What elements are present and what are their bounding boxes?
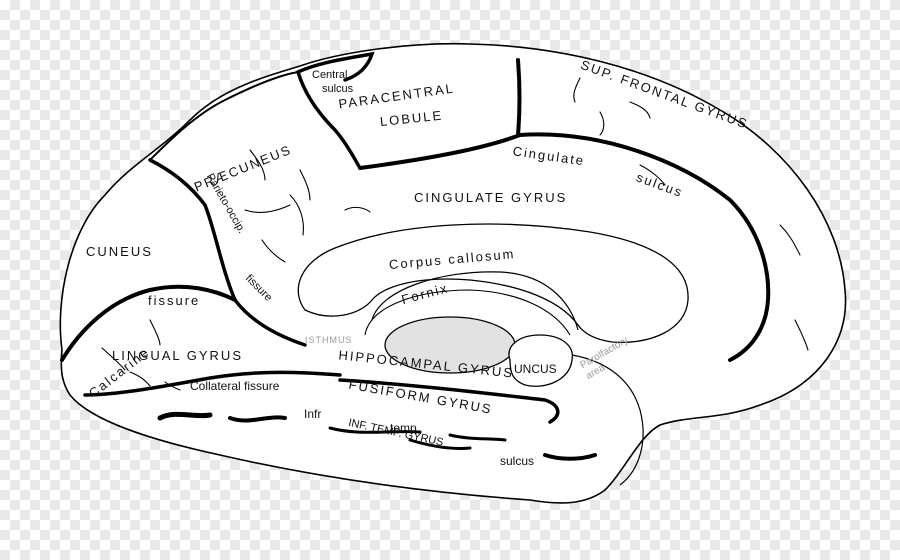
- label-central-sulcus-1: Central: [312, 69, 347, 81]
- inf-temp-sulcus-dash-5: [543, 453, 597, 461]
- fornix-inner-arc: [364, 289, 571, 336]
- collateral-fissure-line: [83, 370, 342, 397]
- label-cingulate-gyrus: CINGULATE GYRUS: [414, 190, 567, 205]
- inf-temp-sulcus-dash-4: [448, 433, 507, 442]
- label-uncus: UNCUS: [514, 362, 557, 376]
- label-lobule: LOBULE: [379, 108, 444, 130]
- parieto-occipital-line: [148, 158, 307, 347]
- label-central-sulcus-2: sulcus: [322, 83, 354, 95]
- label-temp: temp.: [390, 421, 420, 435]
- major-sulci: [60, 51, 771, 461]
- inf-temp-sulcus-dash-6: [408, 438, 472, 450]
- label-sulcus-temp: sulcus: [500, 454, 534, 468]
- hippocampal-lower-line: [338, 378, 560, 424]
- central-sulcus-line: [296, 51, 375, 82]
- corpus-callosum-outline: [297, 223, 689, 344]
- marginal-sulcus-line: [516, 58, 522, 137]
- label-isthmus: ISTHMUS: [305, 335, 353, 345]
- label-lingual-gyrus: LINGUAL GYRUS: [112, 348, 243, 363]
- cingulate-sulcus-line: [358, 132, 771, 362]
- label-infr: Infr: [304, 407, 321, 421]
- temporal-lobe-boundary: [571, 354, 644, 486]
- praecuneus-top-line: [149, 71, 299, 161]
- inf-temp-sulcus-dash-3: [328, 426, 422, 434]
- inf-temp-sulcus-dash-2: [228, 415, 287, 423]
- fornix-arc: [371, 271, 579, 331]
- uncus-outline: [508, 334, 573, 387]
- label-collateral-fissure: Collateral fissure: [190, 379, 280, 393]
- calcarine-fissure-line: [60, 284, 237, 362]
- label-fissure-calcarine: fissure: [148, 293, 200, 308]
- inf-temp-sulcus-dash-1: [157, 411, 213, 421]
- minor-sulci: [101, 77, 809, 391]
- paracentral-boundary-line: [296, 70, 362, 170]
- label-cuneus: CUNEUS: [86, 244, 153, 259]
